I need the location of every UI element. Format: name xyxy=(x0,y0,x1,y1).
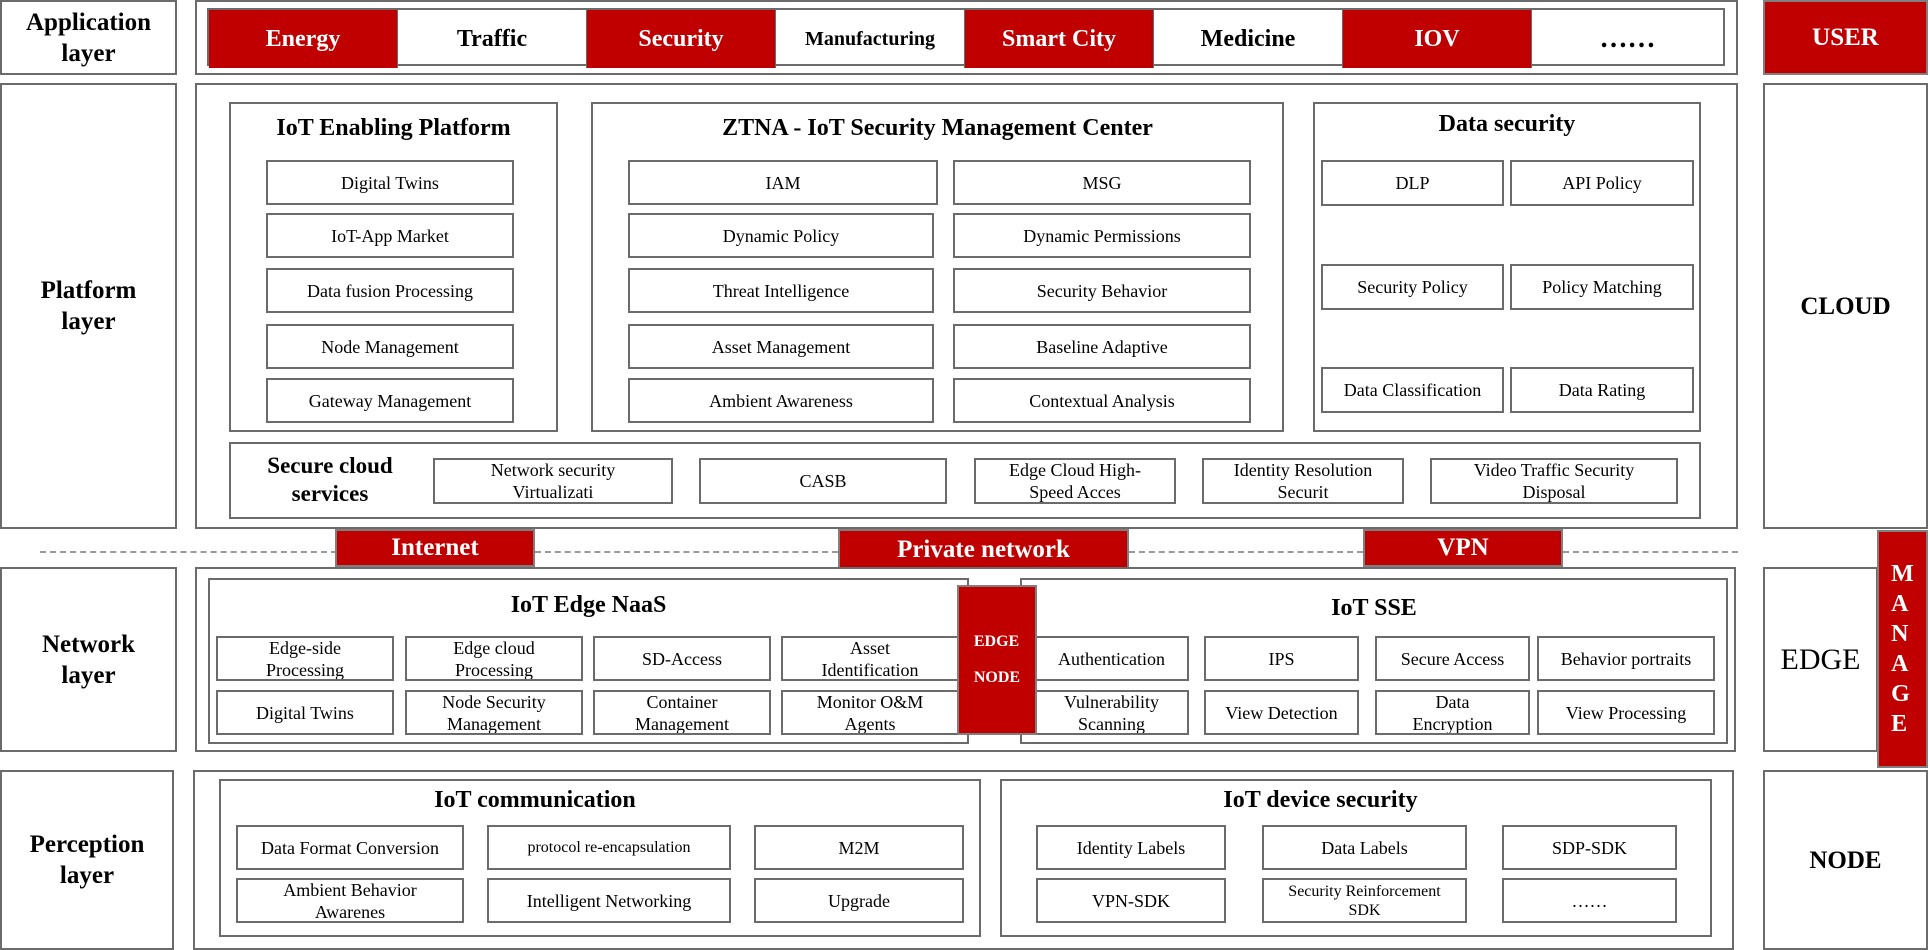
device-security-item: …… xyxy=(1502,878,1677,923)
divider-line xyxy=(40,551,337,553)
sse-item: Behavior portraits xyxy=(1537,636,1715,681)
layer-label-perception: Perception layer xyxy=(29,831,145,889)
app-medicine: Medicine xyxy=(1154,10,1343,68)
sse-item: IPS xyxy=(1204,636,1359,681)
app-traffic: Traffic xyxy=(398,10,587,68)
edge-node-box: EDGE NODE xyxy=(957,585,1037,735)
sse-item: Vulnerability Scanning xyxy=(1034,690,1189,735)
ztna-item: Contextual Analysis xyxy=(953,378,1251,423)
app-energy: Energy xyxy=(209,10,398,68)
app-security: Security xyxy=(587,10,776,68)
communication-item: Ambient Behavior Awarenes xyxy=(236,878,464,923)
ztna-title: ZTNA - IoT Security Management Center xyxy=(722,115,1153,141)
divider-line xyxy=(1129,551,1363,553)
edge-box xyxy=(1763,567,1878,752)
ztna-item: Threat Intelligence xyxy=(628,268,934,313)
naas-item: Edge cloud Processing xyxy=(405,636,583,681)
divider-line xyxy=(1563,551,1738,553)
device-security-item: Security Reinforcement SDK xyxy=(1262,878,1467,923)
enabling-item: Data fusion Processing xyxy=(266,268,514,313)
internet-label: Internet xyxy=(335,529,535,567)
sse-item: Secure Access xyxy=(1375,636,1530,681)
secure-cloud-item: Identity Resolution Securit xyxy=(1202,458,1404,504)
communication-item: protocol re-encapsulation xyxy=(487,825,731,870)
sse-item: Authentication xyxy=(1034,636,1189,681)
data-security-item: Data Rating xyxy=(1510,367,1694,413)
communication-item: Upgrade xyxy=(754,878,964,923)
ztna-item: Asset Management xyxy=(628,324,934,369)
secure-cloud-title: Secure cloud services xyxy=(267,453,393,506)
node-box xyxy=(1763,770,1928,950)
edge-naas-title: IoT Edge NaaS xyxy=(510,592,667,618)
naas-item: Asset Identification xyxy=(781,636,959,681)
data-security-item: API Policy xyxy=(1510,160,1694,206)
data-security-title: Data security xyxy=(1438,111,1576,137)
secure-cloud-item: CASB xyxy=(699,458,947,504)
app-more: …… xyxy=(1599,23,1656,54)
device-security-item: VPN-SDK xyxy=(1036,878,1226,923)
vpn-label: VPN xyxy=(1363,529,1563,567)
ztna-item: Security Behavior xyxy=(953,268,1251,313)
data-security-item: Security Policy xyxy=(1321,264,1504,310)
enabling-item: IoT-App Market xyxy=(266,213,514,258)
enabling-platform-panel xyxy=(229,102,558,432)
ztna-panel xyxy=(591,102,1284,432)
ztna-item: Dynamic Policy xyxy=(628,213,934,258)
ztna-item: Baseline Adaptive xyxy=(953,324,1251,369)
device-security-title: IoT device security xyxy=(1223,787,1418,813)
private-network-label: Private network xyxy=(838,529,1129,571)
cloud-box xyxy=(1763,83,1928,529)
layer-label-network: Network layer xyxy=(41,630,136,689)
edge-label: EDGE xyxy=(1780,643,1861,676)
communication-item: M2M xyxy=(754,825,964,870)
ztna-item: IAM xyxy=(628,160,938,205)
layer-label-platform: Platform layer xyxy=(40,277,137,335)
device-security-item: SDP-SDK xyxy=(1502,825,1677,870)
enabling-item: Node Management xyxy=(266,324,514,369)
data-security-item: Policy Matching xyxy=(1510,264,1694,310)
manage-bar: M A N A G E xyxy=(1877,530,1928,768)
communication-item: Data Format Conversion xyxy=(236,825,464,870)
enabling-item: Gateway Management xyxy=(266,378,514,423)
app-iov: IOV xyxy=(1343,10,1532,68)
ztna-item: MSG xyxy=(953,160,1251,205)
enabling-platform-title: IoT Enabling Platform xyxy=(276,115,511,141)
naas-item: Digital Twins xyxy=(216,690,394,735)
layer-label-network-box xyxy=(0,567,177,752)
node-label: NODE xyxy=(1809,846,1882,874)
sse-item: View Detection xyxy=(1204,690,1359,735)
naas-item: Node Security Management xyxy=(405,690,583,735)
sse-title: IoT SSE xyxy=(1331,595,1417,621)
data-security-item: Data Classification xyxy=(1321,367,1504,413)
naas-item: SD-Access xyxy=(593,636,771,681)
cloud-label: CLOUD xyxy=(1800,292,1891,320)
sse-item: Data Encryption xyxy=(1375,690,1530,735)
naas-item: Container Management xyxy=(593,690,771,735)
app-manufacturing: Manufacturing xyxy=(776,10,965,68)
secure-cloud-item: Video Traffic Security Disposal xyxy=(1430,458,1678,504)
layer-label-perception-box xyxy=(0,770,174,950)
secure-cloud-item: Network security Virtualizati xyxy=(433,458,673,504)
device-security-item: Identity Labels xyxy=(1036,825,1226,870)
secure-cloud-item: Edge Cloud High- Speed Acces xyxy=(974,458,1176,504)
application-row: Energy Traffic Security Manufacturing Sm… xyxy=(207,8,1725,68)
data-security-item: DLP xyxy=(1321,160,1504,206)
device-security-item: Data Labels xyxy=(1262,825,1467,870)
user-box: USER xyxy=(1763,0,1928,75)
layer-label-platform-box xyxy=(0,83,177,529)
naas-item: Monitor O&M Agents xyxy=(781,690,959,735)
communication-title: IoT communication xyxy=(434,787,636,813)
ztna-item: Ambient Awareness xyxy=(628,378,934,423)
layer-label-application-box xyxy=(0,0,177,75)
naas-item: Edge-side Processing xyxy=(216,636,394,681)
enabling-item: Digital Twins xyxy=(266,160,514,205)
divider-line xyxy=(535,551,838,553)
app-smart-city: Smart City xyxy=(965,10,1154,68)
communication-item: Intelligent Networking xyxy=(487,878,731,923)
ztna-item: Dynamic Permissions xyxy=(953,213,1251,258)
sse-item: View Processing xyxy=(1537,690,1715,735)
layer-label-application: Application layer xyxy=(25,8,152,67)
